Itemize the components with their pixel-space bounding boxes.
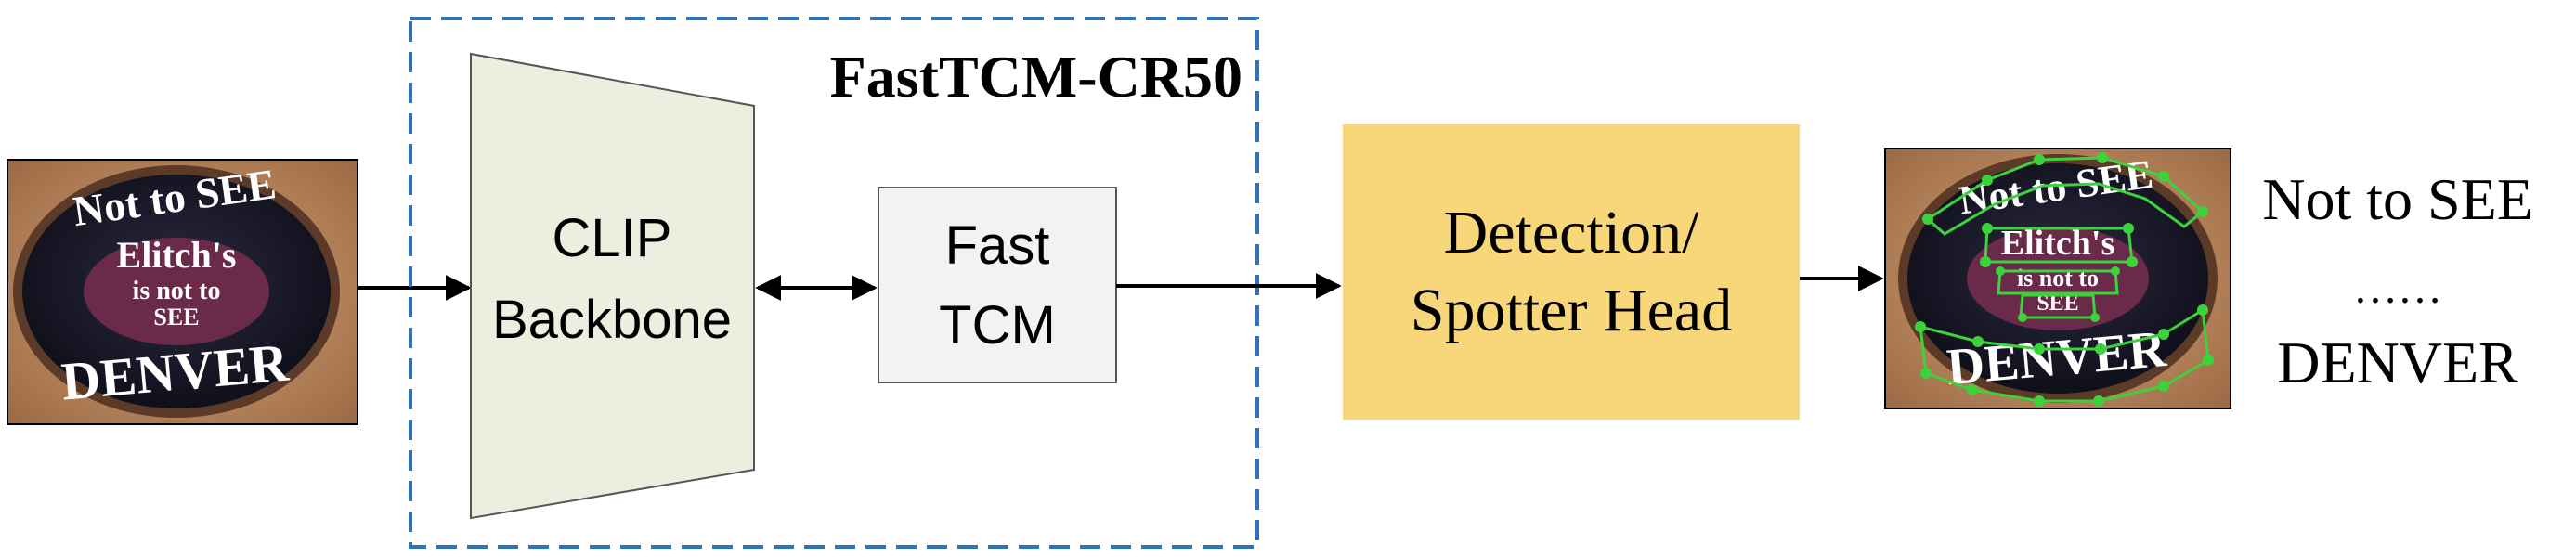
backbone-label-line1: CLIP [553, 208, 672, 268]
fast-tcm-label-line1: Fast [945, 215, 1050, 276]
input-image: Not to SEE Elitch's is not to SEE DENVER [7, 159, 358, 425]
result-ellipsis: …… [2353, 264, 2442, 313]
clip-backbone-block [470, 52, 755, 520]
input-sign-mid2-text: is not to [133, 277, 221, 305]
recognition-results: Not to SEE …… DENVER [2262, 166, 2533, 395]
detection-spotter-head-block [1343, 124, 1800, 420]
backbone-label-line2: Backbone [492, 290, 732, 350]
sign-center-panel [84, 238, 269, 345]
detection-vertices [1915, 152, 2214, 407]
fasttcm-cr50-group: FastTCM-CR50 CLIP Backbone Fast TCM [409, 17, 1259, 549]
output-sign-mid2-text: is not to [2017, 265, 2099, 291]
output-image: Not to SEE Elitch's is not to SEE DENVER [1884, 148, 2231, 409]
output-sign-mid1-text: Elitch's [2001, 224, 2114, 263]
group-title: FastTCM-CR50 [830, 44, 1242, 110]
input-sign-mid1-text: Elitch's [117, 234, 237, 276]
head-label-line1: Detection/ [1444, 199, 1700, 266]
group-border [409, 17, 1259, 549]
result-line-1: Not to SEE [2262, 166, 2533, 232]
result-line-3: DENVER [2277, 330, 2518, 395]
input-sign-mid3-text: SEE [153, 304, 199, 330]
detection-polygon-mid2 [1997, 269, 2119, 295]
head-label-line2: Spotter Head [1411, 277, 1732, 344]
fast-tcm-block [878, 187, 1117, 383]
fast-tcm-label-line2: TCM [939, 295, 1056, 356]
